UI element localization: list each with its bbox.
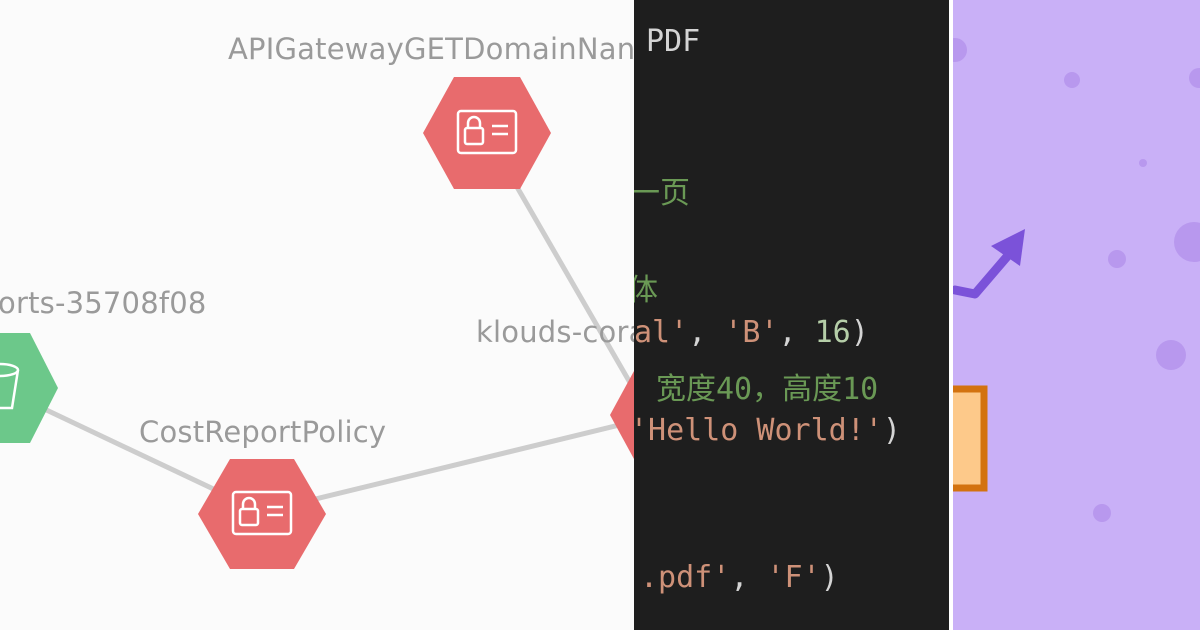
orange-box [953, 385, 988, 492]
code-line-1: PDF [646, 24, 701, 59]
trend-arrow-icon [953, 247, 1016, 299]
id-card-lock-icon [456, 109, 518, 155]
node-label-reports: orts-35708f08 [0, 286, 207, 320]
code-string: 'F' [766, 560, 821, 595]
code-punct: , [730, 560, 767, 595]
code-punct: ) [882, 413, 901, 448]
code-editor-panel: PDF 一页 体 al', 'B', 16) 宽度40，高度10 'Hello … [634, 0, 949, 630]
decorative-dots [953, 38, 1200, 522]
bucket-icon [0, 362, 20, 410]
code-line-7: .pdf', 'F') [640, 560, 839, 595]
resource-graph-panel: APIGatewayGETDomainNan orts-35708f08 klo… [0, 32, 634, 569]
graph-edge [261, 418, 634, 515]
graph-node-cost-report-policy[interactable] [198, 459, 326, 569]
code-line-4: al', 'B', 16) [634, 315, 869, 350]
code-string: .pdf' [640, 560, 731, 595]
code-punct: ) [850, 315, 869, 350]
code-string: 'Hello World!' [634, 413, 883, 448]
code-line-5: 宽度40，高度10 [656, 372, 879, 407]
code-line-6: 'Hello World!') [634, 413, 901, 448]
graph-node-api-gateway[interactable] [423, 77, 551, 189]
code-punct: ) [820, 560, 839, 595]
graph-node-reports[interactable] [0, 333, 58, 443]
code-line-3: 体 [634, 273, 658, 308]
node-label-cost-report-policy: CostReportPolicy [139, 415, 387, 449]
node-label-klouds: klouds-coral [476, 315, 634, 349]
code-string: 'B' [724, 315, 779, 350]
code-punct: , [688, 315, 725, 350]
node-label-api-gateway: APIGatewayGETDomainNan [228, 32, 634, 66]
graph-node-klouds[interactable] [610, 360, 634, 470]
arrow-head-icon [991, 229, 1025, 266]
illustration-canvas [953, 38, 1200, 522]
code-punct: , [778, 315, 815, 350]
graph-canvas [0, 77, 634, 569]
code-string: al' [634, 315, 689, 350]
code-number: 16 [814, 315, 851, 350]
illustration-panel [953, 0, 1200, 630]
id-card-lock-icon [231, 490, 293, 536]
code-line-2: 一页 [634, 176, 690, 211]
panel-divider [949, 0, 953, 630]
